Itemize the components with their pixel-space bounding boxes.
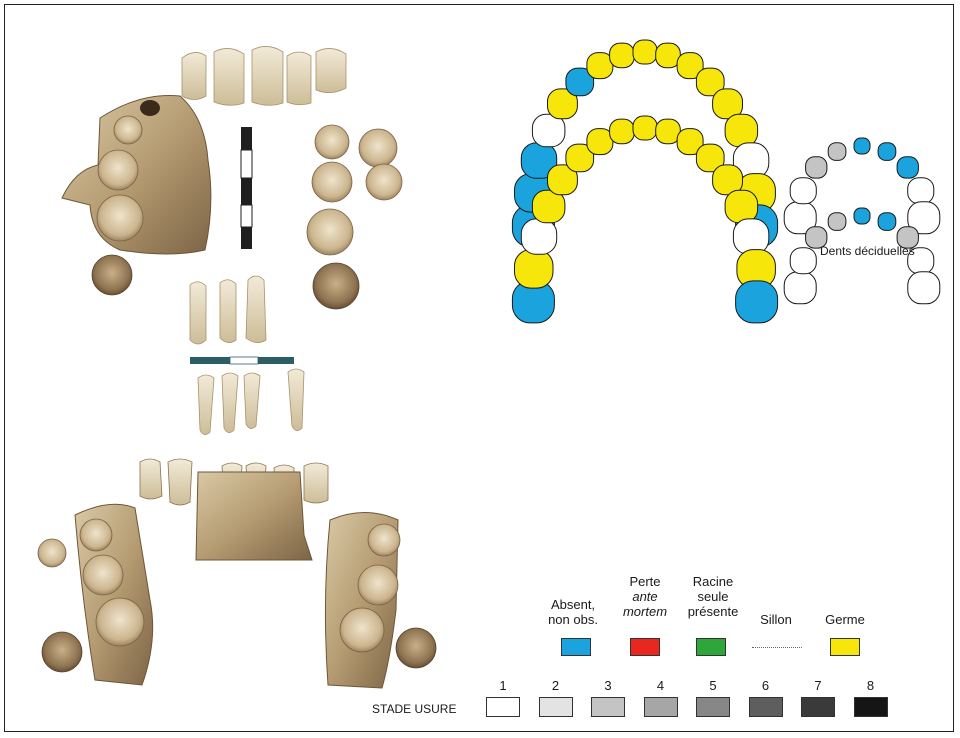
decid-lower-tooth-2: [790, 248, 816, 274]
perm-lower-tooth-17: [736, 281, 778, 323]
perm-upper-tooth-8: [610, 43, 635, 68]
decid-lower-tooth-6: [878, 213, 896, 231]
legend-absent-label: Absent,non obs.: [540, 597, 606, 627]
wear-stage-label: STADE USURE: [372, 702, 456, 716]
mandible-photo: [38, 459, 436, 688]
perm-lower-tooth-7: [587, 129, 613, 155]
legend-perte-swatch: [630, 638, 660, 656]
legend-germe-label: Germe: [812, 612, 878, 627]
perm-upper-tooth-14: [725, 114, 758, 147]
wear-stage-number-2: 2: [539, 678, 573, 693]
wear-stage-swatch-1: [486, 697, 520, 717]
wear-stage-swatch-3: [591, 697, 625, 717]
wear-stage-number-5: 5: [696, 678, 730, 693]
upper-incisors-photo: [182, 46, 346, 105]
legend-sillon-line: [752, 647, 802, 648]
legend-germe-swatch: [830, 638, 860, 656]
legend-racine-swatch: [696, 638, 726, 656]
decid-upper-tooth-5: [854, 138, 870, 154]
perm-lower-tooth-15: [733, 219, 768, 254]
perm-lower-tooth-9: [633, 116, 657, 140]
wear-stage-swatch-6: [749, 697, 783, 717]
decid-upper-tooth-2: [790, 178, 816, 204]
perm-lower-tooth-14: [725, 190, 758, 223]
decid-upper-tooth-7: [897, 157, 918, 178]
perm-lower-tooth-3: [521, 219, 556, 254]
wear-stage-swatch-7: [801, 697, 835, 717]
perm-lower-tooth-2: [515, 250, 554, 289]
single-rooted-teeth-photo: [190, 276, 304, 435]
decid-upper-tooth-6: [878, 143, 896, 161]
decid-upper-tooth-3: [806, 157, 827, 178]
decid-upper-tooth-4: [828, 143, 846, 161]
wear-stage-swatch-8: [854, 697, 888, 717]
legend-absent-swatch: [561, 638, 591, 656]
wear-stage-number-8: 8: [854, 678, 888, 693]
wear-stage-swatch-4: [644, 697, 678, 717]
perm-upper-tooth-9: [633, 40, 657, 64]
maxilla-photo: [62, 95, 211, 295]
scale-bar-horizontal: [190, 357, 294, 364]
wear-stage-number-4: 4: [644, 678, 678, 693]
wear-stage-number-7: 7: [801, 678, 835, 693]
wear-stage-number-1: 1: [486, 678, 520, 693]
perm-lower-tooth-8: [610, 119, 635, 144]
wear-stage-number-3: 3: [591, 678, 625, 693]
decid-upper-tooth-8: [908, 178, 934, 204]
decid-lower-tooth-1: [784, 272, 816, 304]
legend-sillon-label: Sillon: [748, 612, 804, 627]
wear-stage-swatch-2: [539, 697, 573, 717]
decid-lower-tooth-5: [854, 208, 870, 224]
scale-bar-vertical: [241, 127, 252, 249]
wear-stage-number-6: 6: [749, 678, 783, 693]
perm-upper-tooth-7: [587, 53, 613, 79]
wear-stage-swatch-5: [696, 697, 730, 717]
deciduous-teeth-label: Dents déciduelles: [820, 244, 915, 258]
decid-lower-tooth-9: [908, 272, 940, 304]
decid-lower-tooth-4: [828, 213, 846, 231]
upper-molars-photo: [307, 125, 402, 309]
